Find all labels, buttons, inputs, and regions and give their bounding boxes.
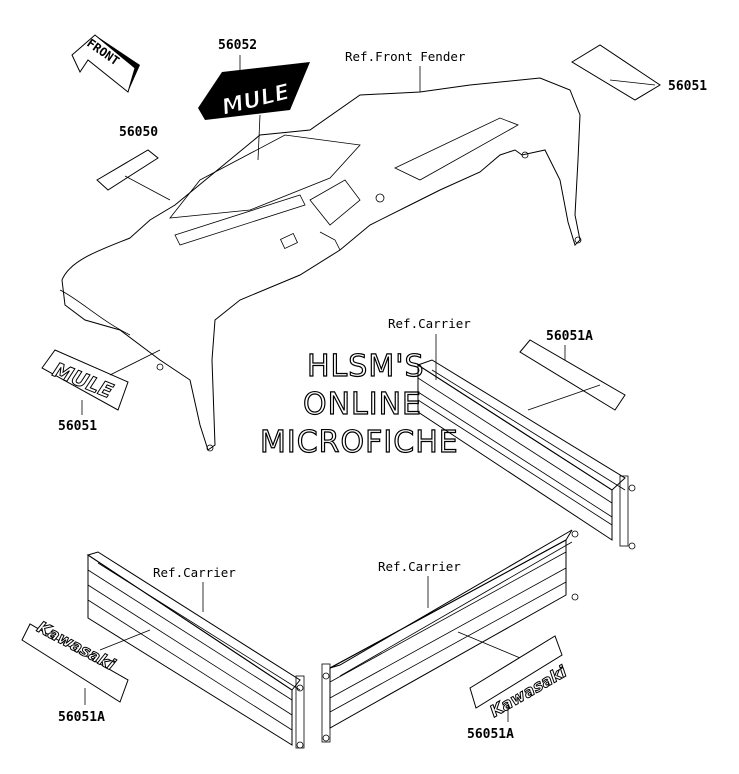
decal-56051-top: [571, 44, 661, 101]
label-56052: 56052: [218, 38, 257, 53]
label-56050: 56050: [119, 125, 158, 140]
carrier-gate-right-top: [416, 359, 636, 550]
decal-56051-left: MULE: [41, 349, 129, 411]
carrier-gate-bottom-right: [321, 529, 579, 743]
label-56051-top: 56051: [668, 79, 707, 94]
front-arrow-icon: FRONT: [71, 34, 140, 93]
label-56051-left: 56051: [58, 419, 97, 434]
carrier-gate-left: [86, 551, 305, 749]
label-ref-carrier-2: Ref.Carrier: [153, 565, 236, 580]
decal-56051A-bottom-left: Kawasaki: [21, 617, 129, 703]
decal-56051A-bottom-right: Kawasaki: [469, 635, 571, 722]
watermark: HLSM'S ONLINE MICROFICHE: [259, 348, 459, 460]
label-ref-carrier-3: Ref.Carrier: [378, 559, 461, 574]
front-fender: [59, 77, 582, 452]
label-56051A-right: 56051A: [546, 329, 593, 344]
watermark-line2: ONLINE: [303, 387, 422, 422]
label-ref-carrier-1: Ref.Carrier: [388, 316, 471, 331]
label-56051A-bottom-right: 56051A: [467, 727, 514, 742]
decal-56051A-right: [519, 339, 626, 411]
label-ref-front-fender: Ref.Front Fender: [345, 49, 466, 64]
label-56051A-bottom-left: 56051A: [58, 710, 105, 725]
watermark-line1: HLSM'S: [307, 349, 425, 384]
watermark-line3: MICROFICHE: [260, 425, 459, 460]
decal-56052: MULE: [198, 62, 310, 121]
